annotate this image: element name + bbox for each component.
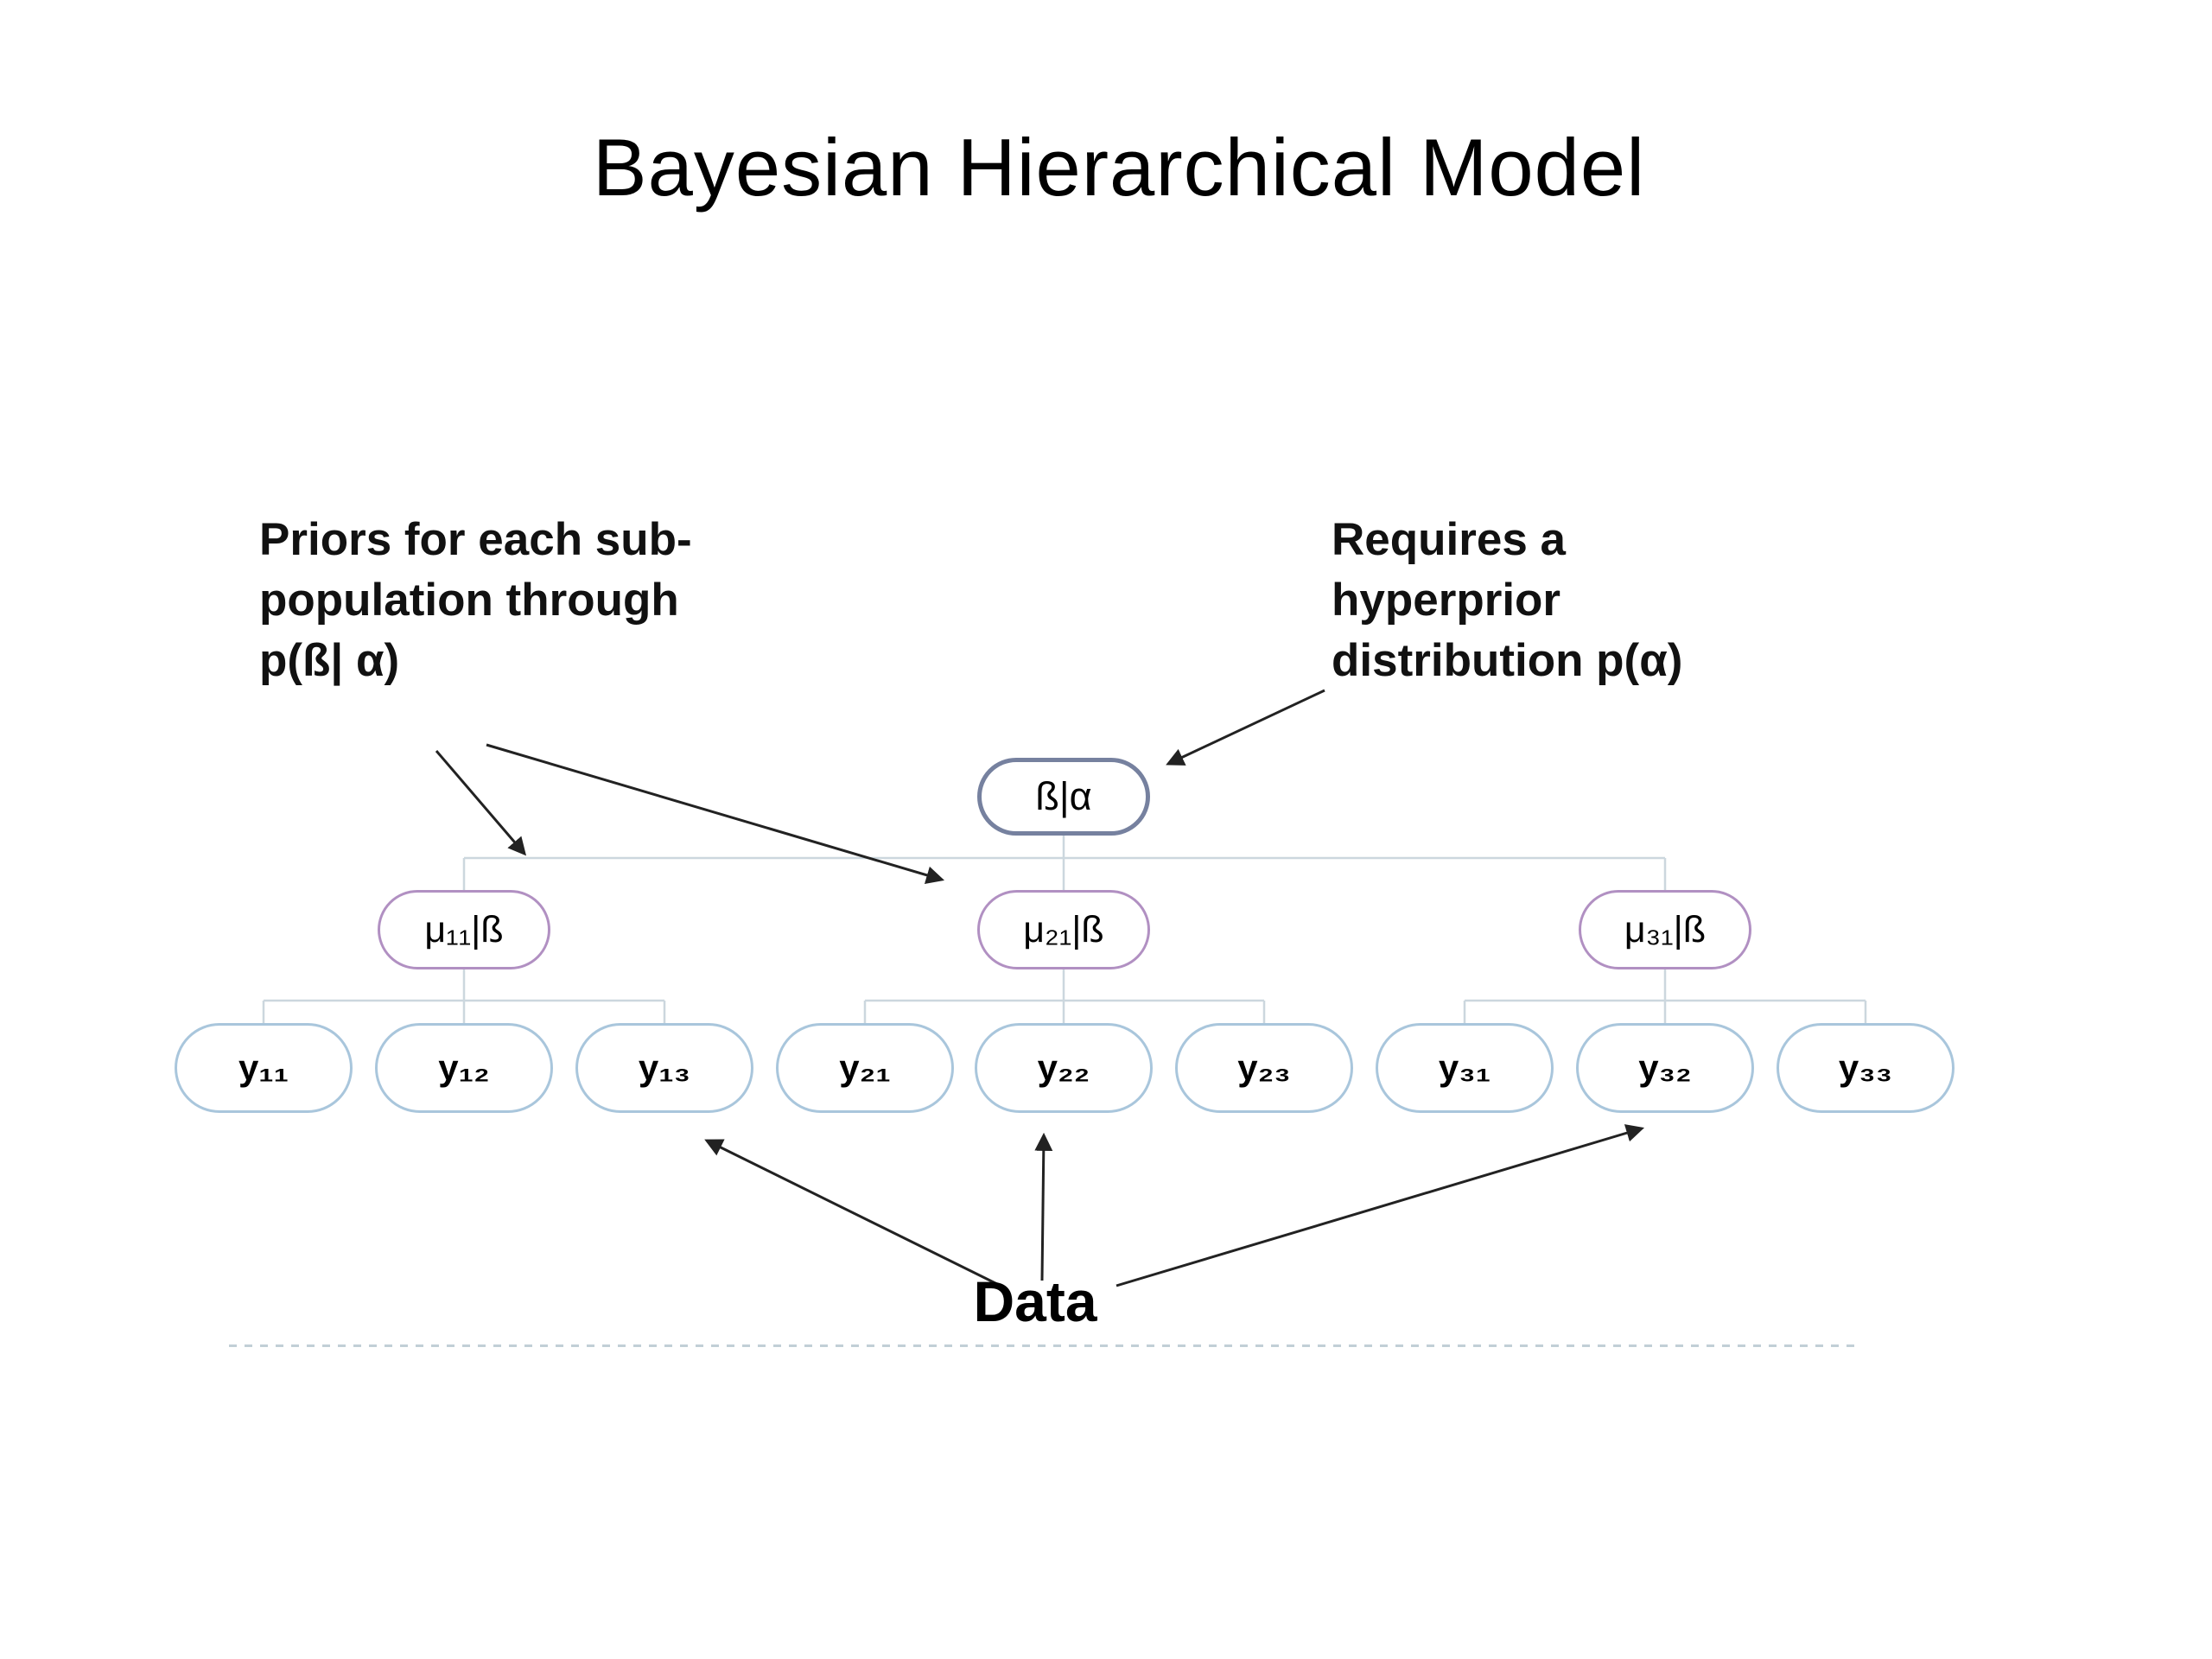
annotation-priors: Priors for each sub- population through … (259, 514, 692, 686)
node-y-11: y₁₁ (175, 1023, 353, 1113)
arrow-priors-to-mu11 (435, 750, 527, 856)
arrow-data-to-y22 (1034, 1132, 1053, 1281)
node-mu-11: μ₁₁|ß (378, 890, 550, 969)
node-y-31: y₃₁ (1376, 1023, 1554, 1113)
node-y-13: y₁₃ (575, 1023, 753, 1113)
node-mu-21: μ₂₁|ß (977, 890, 1150, 969)
tree-connectors-level2-group1 (262, 969, 666, 1023)
node-mu-31: μ₃₁|ß (1579, 890, 1751, 969)
annotation-hyperprior: Requires a hyperprior distribution p(α) (1332, 514, 1683, 686)
dotted-divider-line (229, 1344, 1855, 1347)
node-y-22: y₂₂ (975, 1023, 1153, 1113)
arrow-hyperprior-to-root (1166, 689, 1325, 766)
tree-connectors-level2-group3 (1463, 969, 1867, 1023)
tree-connectors-level1 (462, 836, 1667, 890)
data-label: Data (973, 1269, 1097, 1333)
arrow-priors-to-mu21 (486, 743, 945, 885)
node-root-beta-alpha: ß|α (977, 758, 1150, 836)
arrow-data-to-y13 (704, 1139, 1005, 1289)
arrow-data-to-y32 (1116, 1124, 1645, 1287)
node-y-21: y₂₁ (776, 1023, 954, 1113)
node-y-12: y₁₂ (375, 1023, 553, 1113)
tree-connectors-level2-group2 (863, 969, 1266, 1023)
node-y-32: y₃₂ (1576, 1023, 1754, 1113)
slide-title: Bayesian Hierarchical Model (592, 122, 1646, 213)
node-y-23: y₂₃ (1175, 1023, 1353, 1113)
node-y-33: y₃₃ (1777, 1023, 1955, 1113)
